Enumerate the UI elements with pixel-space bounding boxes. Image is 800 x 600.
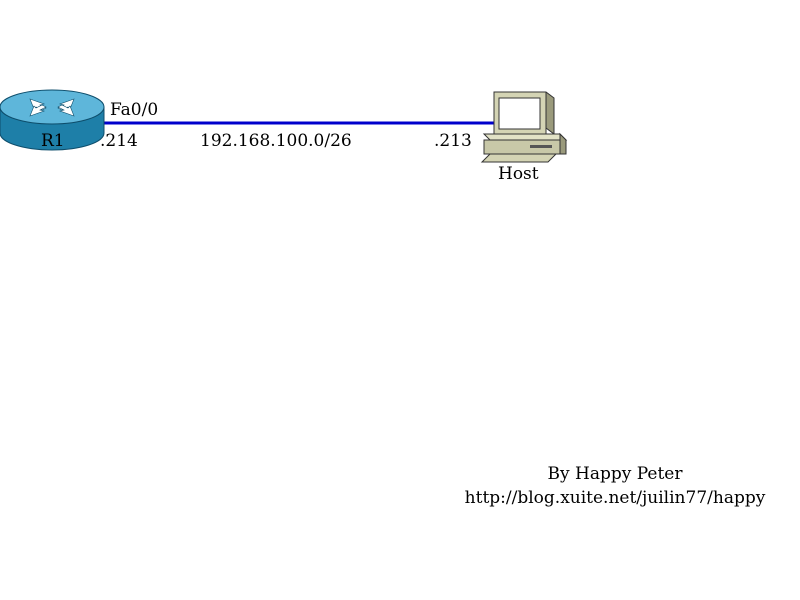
router-ip-label: .214 xyxy=(100,131,138,151)
host-ip-label: .213 xyxy=(434,131,472,151)
subnet-label: 192.168.100.0/26 xyxy=(200,131,352,151)
router-name-label: R1 xyxy=(41,131,65,151)
router-icon xyxy=(0,89,105,151)
credit-url: http://blog.xuite.net/juilin77/happy xyxy=(464,488,766,508)
credit-author: By Happy Peter xyxy=(547,464,683,484)
credit-block: By Happy Peter http://blog.xuite.net/jui… xyxy=(420,462,800,510)
router-interface-label: Fa0/0 xyxy=(110,100,159,120)
host-name-label: Host xyxy=(498,164,539,184)
computer-icon xyxy=(480,91,568,163)
